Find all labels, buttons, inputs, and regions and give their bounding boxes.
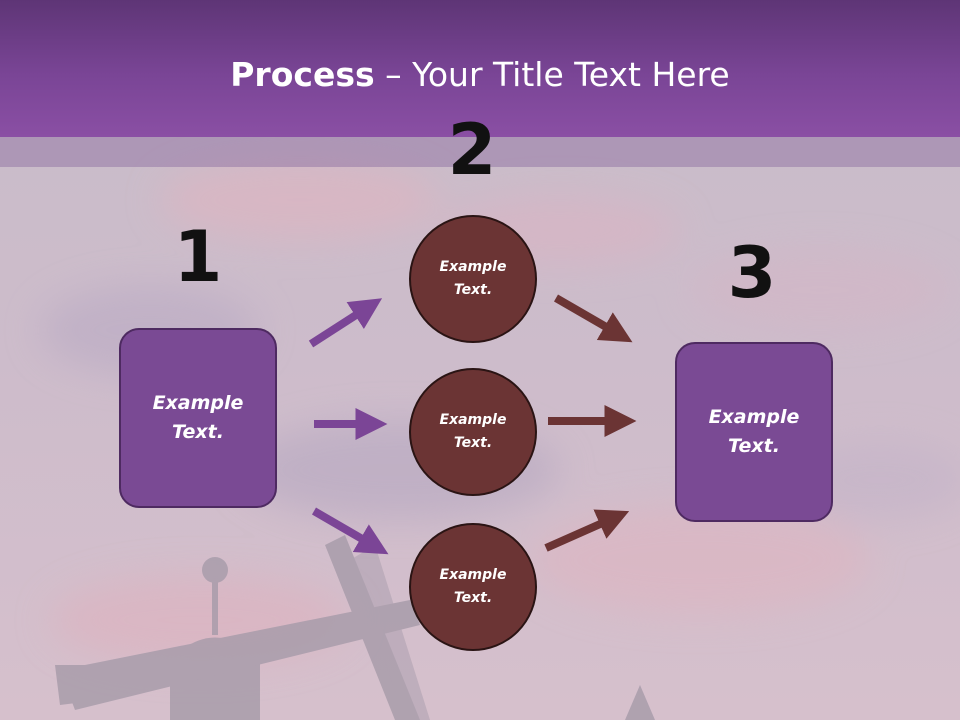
arrow-2-bottom-to-3 (544, 509, 630, 552)
step-2-circle-bottom-text: Example Text. (439, 567, 507, 606)
title-bar (0, 0, 960, 137)
step-2-circle-top: Example Text. (409, 215, 537, 343)
step-1-box: Example Text. (119, 328, 277, 508)
title-underline-strip (0, 137, 960, 167)
step-2-circle-middle: Example Text. (409, 368, 537, 496)
step-2-circle-middle-text: Example Text. (439, 412, 507, 451)
step-2-circle-bottom: Example Text. (409, 523, 537, 651)
step-number-3: 3 (727, 232, 777, 314)
step-number-1: 1 (173, 216, 223, 298)
step-2-circle-top-text: Example Text. (439, 259, 507, 298)
step-3-text: Example Text. (708, 406, 800, 457)
arrow-2-top-to-3 (553, 294, 633, 343)
slide-title-rest: – Your Title Text Here (374, 55, 730, 94)
step-1-text: Example Text. (152, 392, 244, 443)
step-number-2: 2 (447, 109, 497, 191)
arrow-1-to-2-top (308, 298, 383, 348)
slide-title: Process – Your Title Text Here (0, 54, 960, 96)
slide-title-bold: Process (230, 55, 375, 94)
pumpjack-silhouette (55, 535, 655, 720)
step-3-box: Example Text. (675, 342, 833, 522)
arrow-1-to-2-bottom (311, 507, 389, 555)
